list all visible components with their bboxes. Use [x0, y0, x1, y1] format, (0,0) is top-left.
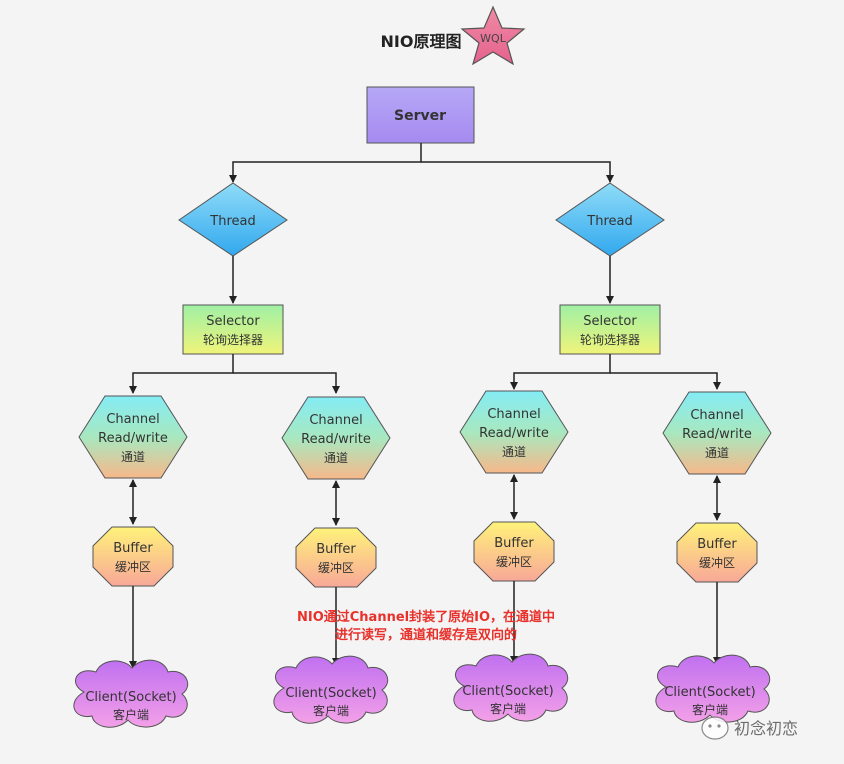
channel-rw-3: Read/write	[479, 426, 549, 441]
channel-label-3: Channel	[487, 407, 540, 422]
buffer-sub-4: 缓冲区	[699, 555, 735, 570]
channel-hexagon-4	[662, 391, 772, 475]
buffer-sub-3: 缓冲区	[496, 554, 532, 569]
channel-sub-2: 通道	[324, 451, 348, 465]
selector-sublabel-left: 轮询选择器	[203, 333, 263, 347]
buffer-label-4: Buffer	[697, 537, 737, 552]
watermark: 初念初恋	[701, 716, 798, 740]
client-sub-4: 客户端	[692, 702, 728, 717]
channel-label-2: Channel	[309, 413, 362, 428]
buffer-label-2: Buffer	[316, 542, 356, 557]
left-branch: Thread Selector 轮询选择器	[129, 182, 340, 394]
server-box	[366, 86, 475, 144]
channel-sub-1: 通道	[121, 450, 145, 464]
buffer-octagon-4	[676, 522, 758, 583]
selector-box-right	[559, 304, 661, 355]
server-label: Server	[394, 108, 446, 124]
channel-hexagon-3	[459, 390, 569, 474]
client-cloud-2	[273, 655, 389, 724]
buffer-sub-2: 缓冲区	[318, 560, 354, 575]
channel-sub-4: 通道	[705, 446, 729, 460]
client-label-2: Client(Socket)	[285, 686, 376, 701]
buffer-sub-1: 缓冲区	[115, 559, 151, 574]
column-4: Channel Read/write 通道 Buffer 缓冲区 Client(…	[655, 391, 772, 723]
column-2: Channel Read/write 通道 Buffer 缓冲区 Client(…	[273, 396, 391, 724]
client-sub-2: 客户端	[313, 703, 349, 718]
thread-label-right: Thread	[586, 214, 632, 229]
client-cloud-1	[73, 659, 189, 728]
watermark-text: 初念初恋	[734, 719, 798, 738]
client-cloud-4	[655, 654, 771, 723]
thread-label-left: Thread	[209, 214, 255, 229]
channel-rw-4: Read/write	[682, 427, 752, 442]
client-label-1: Client(Socket)	[85, 690, 176, 705]
right-branch: Thread Selector 轮询选择器	[510, 182, 721, 390]
channel-hexagon-2	[281, 396, 391, 480]
column-1: Channel Read/write 通道 Buffer 缓冲区 Client(…	[73, 395, 189, 728]
buffer-octagon-1	[92, 526, 174, 587]
channel-label-4: Channel	[690, 408, 743, 423]
star-label: WQL	[480, 32, 507, 45]
channel-rw-2: Read/write	[301, 432, 371, 447]
client-cloud-3	[453, 653, 569, 722]
channel-label-1: Channel	[106, 412, 159, 427]
channel-hexagon-1	[78, 395, 188, 479]
server-connectors	[229, 143, 614, 183]
column-3: Channel Read/write 通道 Buffer 缓冲区 Client(…	[453, 390, 569, 722]
client-sub-1: 客户端	[113, 707, 149, 722]
buffer-label-3: Buffer	[494, 536, 534, 551]
note-line-1: NIO通过Channel封装了原始IO，在通道中	[297, 609, 555, 625]
star-icon	[460, 5, 526, 66]
buffer-octagon-3	[473, 521, 555, 582]
buffer-octagon-2	[295, 527, 377, 588]
selector-label-right: Selector	[583, 314, 637, 329]
selector-label-left: Selector	[206, 314, 260, 329]
channel-sub-3: 通道	[502, 445, 526, 459]
client-label-3: Client(Socket)	[462, 684, 553, 699]
selector-sublabel-right: 轮询选择器	[580, 333, 640, 347]
client-sub-3: 客户端	[490, 701, 526, 716]
diagram-title: NIO原理图	[381, 32, 462, 51]
wechat-icon	[701, 716, 729, 740]
note-line-2: 进行读写，通道和缓存是双向的	[335, 627, 517, 643]
buffer-label-1: Buffer	[113, 541, 153, 556]
client-label-4: Client(Socket)	[664, 685, 755, 700]
channel-rw-1: Read/write	[98, 431, 168, 446]
